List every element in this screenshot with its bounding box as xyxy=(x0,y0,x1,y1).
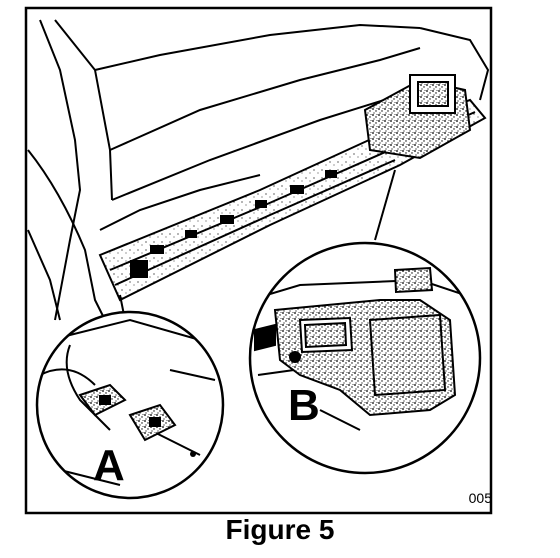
callout-label-a: A xyxy=(93,441,125,491)
module-housing xyxy=(365,75,470,158)
callout-label-b: B xyxy=(288,381,320,431)
detail-view-b xyxy=(250,243,480,473)
detail-view-a xyxy=(37,312,223,498)
reference-number: 005 xyxy=(469,490,492,506)
figure-caption: Figure 5 xyxy=(0,514,560,546)
